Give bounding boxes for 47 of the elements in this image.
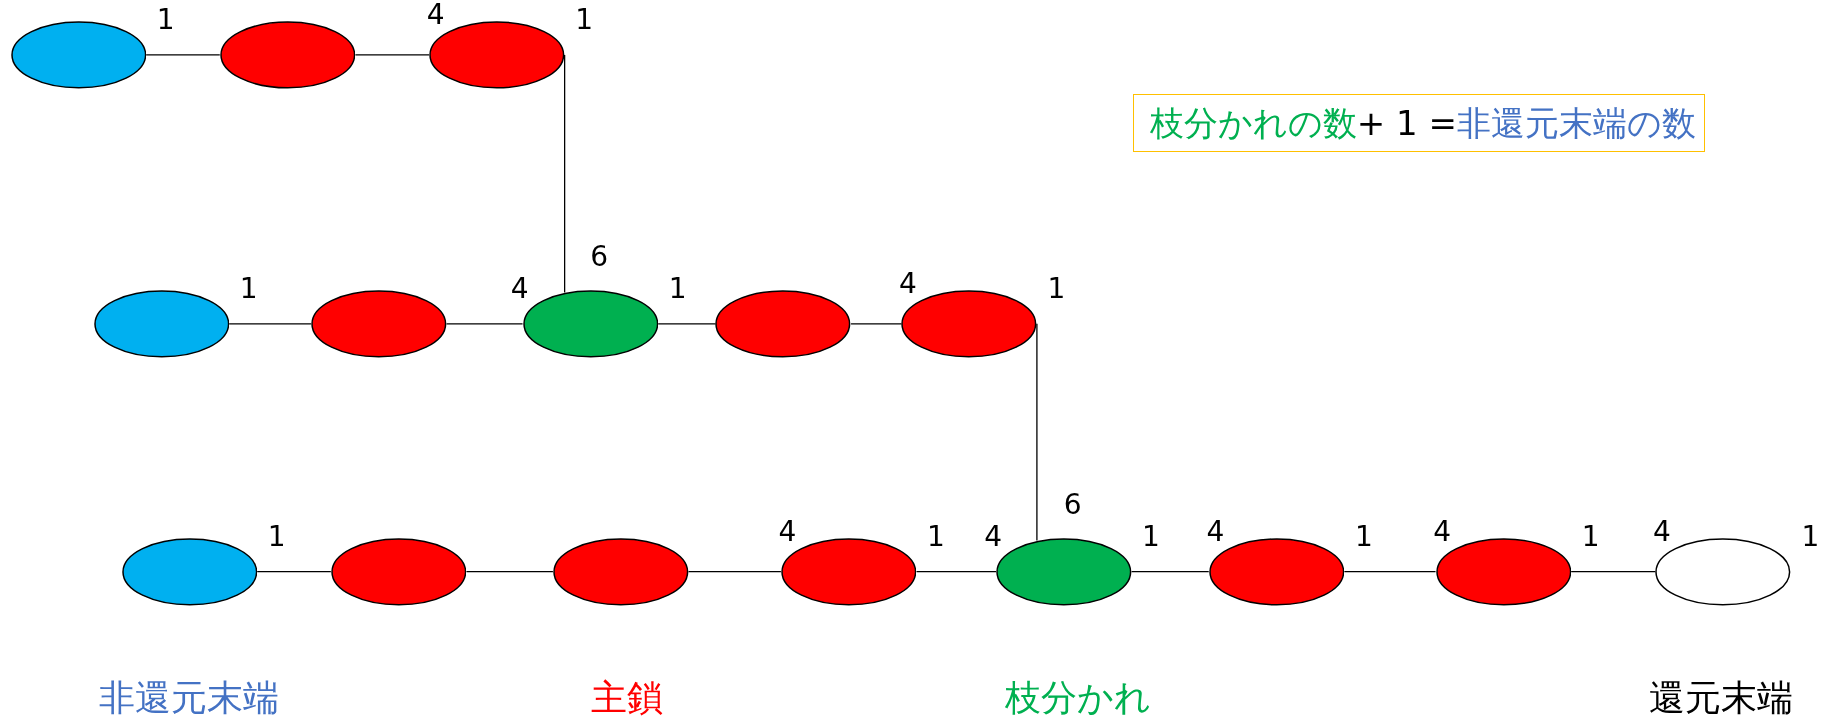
ellipse-node: [715, 289, 851, 358]
ellipse-node: [310, 289, 447, 358]
connector-line: [657, 323, 717, 325]
connector-line: [256, 571, 332, 573]
connector-line: [1130, 571, 1210, 573]
linkage-number: 4: [1433, 517, 1451, 546]
connector-line: [687, 571, 782, 573]
category-label: 主鎖: [590, 680, 663, 717]
linkage-number: 1: [927, 522, 945, 551]
connector-line: [915, 571, 997, 573]
linkage-number: 1: [267, 522, 286, 551]
linkage-number: 1: [668, 274, 687, 303]
linkage-number: 4: [778, 517, 797, 546]
linkage-number: 1: [1047, 274, 1066, 303]
category-label: 非還元末端: [99, 680, 280, 717]
ellipse-node: [219, 21, 356, 89]
connector-line: [1570, 571, 1656, 573]
linkage-number: 1: [239, 274, 258, 303]
linkage-number: 4: [984, 522, 1003, 551]
linkage-number: 4: [1652, 517, 1671, 546]
linkage-number: 4: [510, 274, 529, 303]
ellipse-node: [93, 289, 230, 358]
linkage-number: 4: [898, 270, 917, 299]
connector-line: [354, 54, 430, 56]
linkage-number: 1: [575, 5, 593, 34]
ellipse-node: [552, 537, 689, 606]
connector-line: [145, 54, 221, 56]
connector-line: [1343, 571, 1437, 573]
formula-box: 枝分かれの数+ 1 =非還元末端の数: [1132, 93, 1705, 153]
linkage-number: 4: [1206, 517, 1225, 546]
linkage-number: 6: [590, 243, 609, 272]
ellipse-node: [10, 21, 147, 89]
linkage-number: 1: [1581, 522, 1600, 551]
ellipse-node: [330, 537, 467, 606]
linkage-number: 4: [426, 1, 445, 30]
category-label: 還元末端: [1648, 680, 1793, 717]
linkage-number: 1: [156, 5, 175, 34]
connector-line: [228, 323, 312, 325]
connector-line: [465, 571, 554, 573]
linkage-number: 6: [1063, 490, 1082, 519]
connector-line: [850, 323, 902, 325]
linkage-number: 1: [1142, 522, 1160, 551]
linkage-number: 1: [1354, 522, 1373, 551]
category-label: 枝分かれ: [1004, 680, 1151, 717]
linkage-number: 1: [1801, 522, 1820, 551]
connector-line: [445, 323, 524, 325]
ellipse-node: [121, 537, 258, 606]
